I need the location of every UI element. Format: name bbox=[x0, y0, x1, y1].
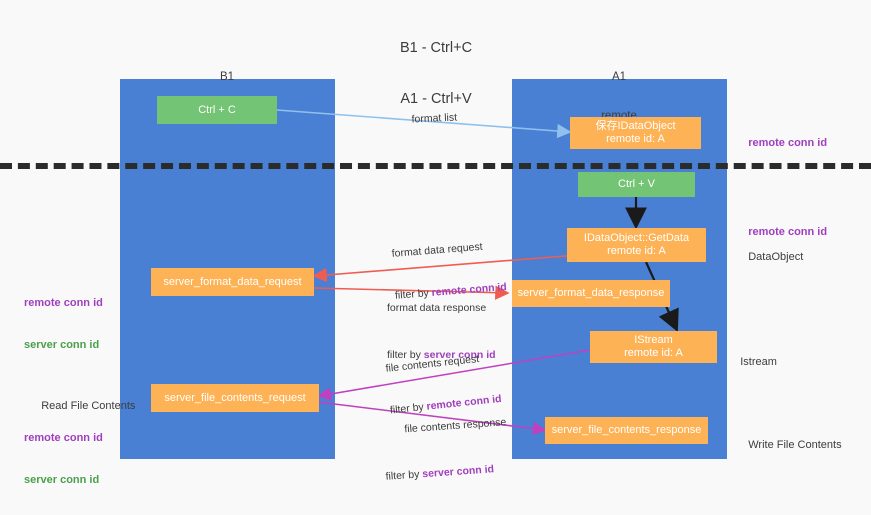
side-label-right-getdata-conn-text: remote conn id bbox=[748, 226, 828, 238]
node-server-file-contents-request[interactable]: server_file_contents_request bbox=[151, 384, 319, 412]
page-title: B1 - Ctrl+C A1 - Ctrl+V bbox=[336, 6, 536, 142]
column-header-right-name: A1 bbox=[611, 71, 627, 83]
phase-separator bbox=[0, 163, 871, 169]
diagram-canvas: B1 - Ctrl+C A1 - Ctrl+V B1 connection A1… bbox=[0, 6, 871, 486]
node-remote-dataobject-line1: 保存IDataObject bbox=[595, 120, 676, 132]
node-ctrl-v-label: Ctrl + V bbox=[618, 178, 655, 190]
node-remote-dataobject[interactable]: 保存IDataObject remote id: A bbox=[570, 117, 701, 149]
arrow-format-list bbox=[276, 109, 572, 139]
side-label-right-dataobject: DataObject bbox=[736, 236, 803, 278]
edge-label-file-contents-response: file contents response filter by server … bbox=[380, 387, 512, 511]
arrow-file-contents-request bbox=[317, 349, 591, 401]
edge-label-file-contents-request-line1: file contents request bbox=[385, 353, 480, 375]
side-label-left-file-conn: remote conn id server conn id bbox=[24, 403, 103, 515]
side-label-left-format-conn: remote conn id server conn id bbox=[24, 268, 103, 380]
node-ctrl-c[interactable]: Ctrl + C bbox=[157, 96, 277, 124]
side-label-right-top-text: remote conn id bbox=[748, 137, 828, 149]
node-istream-line2: remote id: A bbox=[624, 347, 683, 359]
edge-label-format-list: format list bbox=[399, 97, 458, 141]
side-label-left-read-file-text: Read File Contents bbox=[41, 400, 136, 412]
edge-label-file-contents-response-prefix: filter by bbox=[385, 468, 423, 483]
node-istream-line1: IStream bbox=[634, 334, 673, 346]
edge-label-format-data-response: format data response filter by server co… bbox=[387, 273, 496, 390]
side-label-right-istream: Istream bbox=[728, 341, 777, 383]
side-label-left-read-file: Read File Contents bbox=[29, 385, 135, 427]
arrow-format-data-request bbox=[312, 254, 579, 283]
connector-layer bbox=[276, 109, 679, 436]
arrow-format-data-response bbox=[313, 285, 510, 300]
side-label-left-format-green: server conn id bbox=[24, 339, 100, 351]
node-ctrl-c-label: Ctrl + C bbox=[198, 103, 236, 116]
node-server-format-data-request[interactable]: server_format_data_request bbox=[151, 268, 314, 296]
column-header-left-name: B1 bbox=[219, 71, 235, 83]
arrow-file-contents-response bbox=[317, 401, 547, 436]
side-label-right-top: remote conn id bbox=[736, 122, 827, 164]
edge-label-file-contents-response-line1: file contents response bbox=[403, 416, 507, 436]
node-server-format-data-response-label: server_format_data_response bbox=[517, 287, 665, 299]
side-label-right-write-file: Write File Contents bbox=[736, 424, 842, 466]
edge-label-format-data-response-line1: format data response bbox=[387, 302, 487, 314]
page-title-line2: A1 - Ctrl+V bbox=[400, 91, 472, 107]
side-label-left-file-purple: remote conn id bbox=[24, 432, 103, 444]
node-server-file-contents-request-label: server_file_contents_request bbox=[164, 391, 306, 404]
edge-label-format-list-text: format list bbox=[411, 111, 458, 126]
side-label-right-getdata-conn: remote conn id bbox=[736, 211, 827, 253]
side-label-right-dataobject-text: DataObject bbox=[748, 251, 804, 263]
edge-label-format-data-response-line2: filter by server conn id bbox=[387, 348, 496, 362]
node-getdata-line1: IDataObject::GetData bbox=[583, 232, 690, 244]
node-server-file-contents-response[interactable]: server_file_contents_response bbox=[545, 417, 708, 444]
node-server-file-contents-response-label: server_file_contents_response bbox=[551, 424, 702, 436]
edge-label-format-data-request-line1: format data request bbox=[391, 240, 483, 260]
side-label-left-format-purple: remote conn id bbox=[24, 297, 103, 309]
node-remote-dataobject-line2: remote id: A bbox=[606, 133, 665, 145]
node-server-format-data-response[interactable]: server_format_data_response bbox=[512, 280, 670, 307]
page-title-line1: B1 - Ctrl+C bbox=[399, 40, 473, 56]
edge-label-format-data-response-prefix: filter by bbox=[387, 349, 424, 361]
edge-label-file-contents-response-highlight: server conn id bbox=[421, 463, 495, 481]
node-getdata-line2: remote id: A bbox=[607, 245, 666, 257]
side-label-right-write-file-text: Write File Contents bbox=[748, 439, 842, 451]
node-server-format-data-request-label: server_format_data_request bbox=[163, 275, 302, 288]
side-label-left-file-green: server conn id bbox=[24, 474, 100, 486]
edge-label-file-contents-response-line2: filter by server conn id bbox=[385, 461, 510, 484]
edge-label-format-data-response-highlight: server conn id bbox=[423, 349, 496, 361]
node-ctrl-v[interactable]: Ctrl + V bbox=[578, 172, 695, 197]
side-label-right-istream-text: Istream bbox=[740, 356, 777, 368]
node-getdata[interactable]: IDataObject::GetData remote id: A bbox=[567, 228, 706, 262]
node-istream[interactable]: IStream remote id: A bbox=[590, 331, 717, 363]
